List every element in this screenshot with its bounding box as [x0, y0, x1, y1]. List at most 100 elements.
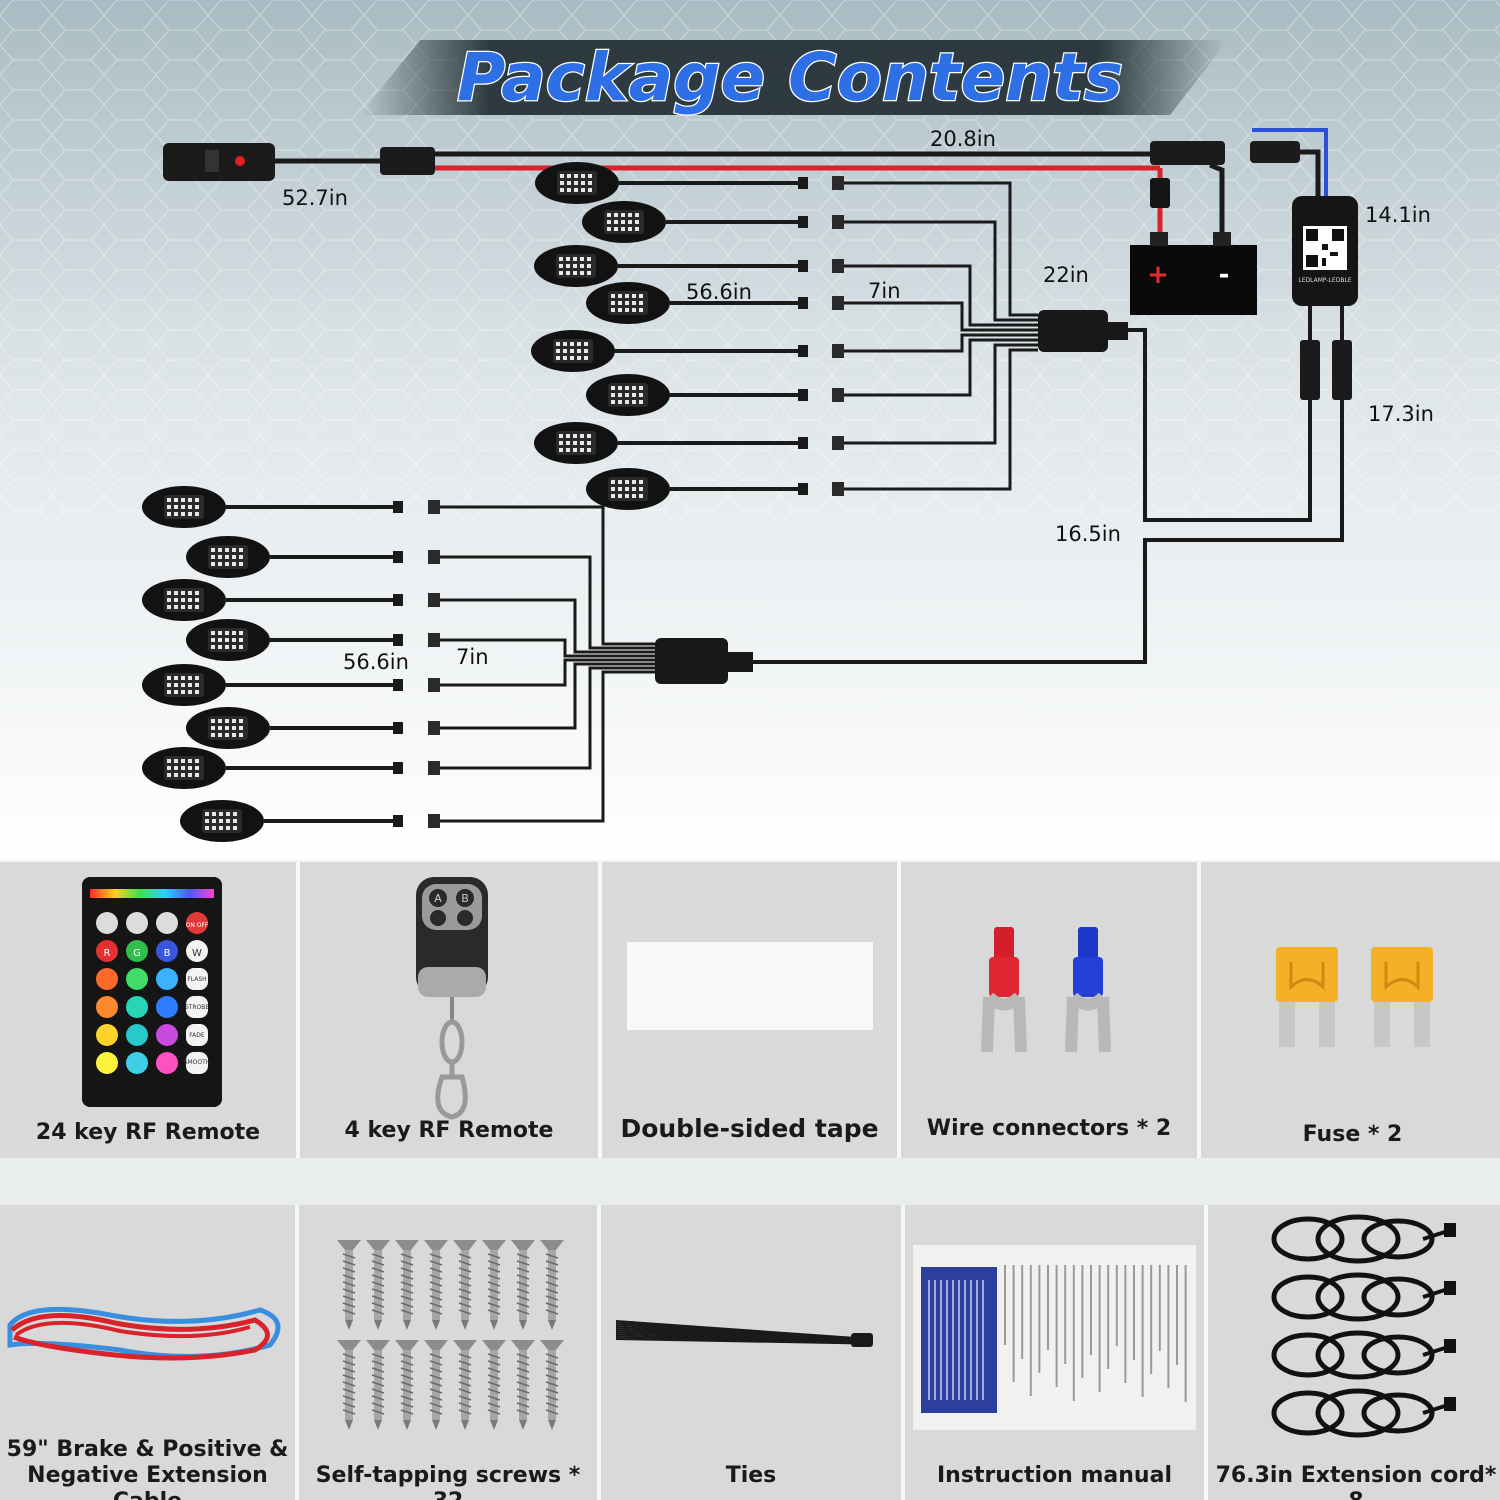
plug-connector: [393, 679, 403, 691]
plug-connector: [798, 437, 808, 449]
light-pod: [186, 536, 270, 578]
light-pod: [534, 422, 618, 464]
caption-24-key-remote: 24 key RF Remote: [35, 1120, 261, 1145]
socket-connector: [428, 761, 440, 775]
light-pod: [586, 468, 670, 510]
plug-connector: [798, 345, 808, 357]
socket-connector: [428, 593, 440, 607]
card-screws: Self-tapping screws * 32: [299, 1205, 597, 1500]
caption-double-sided-tape: Double-sided tape: [620, 1114, 879, 1143]
light-pod: [582, 201, 666, 243]
tape-icon: [627, 942, 873, 1030]
label-splitter-lead: 22in: [1043, 263, 1089, 287]
socket-connector: [428, 500, 440, 514]
screw: [482, 1340, 506, 1430]
socket-connector: [832, 388, 844, 402]
key-smooth: SMOOTH: [184, 1059, 211, 1066]
light-pod: [180, 800, 264, 842]
dc-plug: [1150, 141, 1225, 165]
screw: [395, 1240, 419, 1330]
key-w: W: [192, 948, 202, 959]
section-divider: [0, 1158, 1500, 1205]
screw: [482, 1240, 506, 1330]
card-manual: Instruction manual: [905, 1205, 1204, 1500]
light-pod-group-lower: [142, 486, 655, 842]
socket-connector: [832, 215, 844, 229]
screw: [453, 1240, 477, 1330]
screw-icon: [337, 1240, 564, 1430]
socket-connector: [832, 259, 844, 273]
bluetooth-controller: LEDLAMP-LEDBLE: [1292, 196, 1358, 306]
card-extension-cable: 59" Brake & Positive & Negative Extensio…: [0, 1205, 295, 1500]
rf-remote-4-key-icon: A B: [416, 877, 488, 1120]
inline-connector: [380, 147, 435, 175]
screw: [337, 1340, 361, 1430]
socket-connector: [428, 721, 440, 735]
page-title: Package Contents: [457, 39, 1123, 116]
screw: [453, 1340, 477, 1430]
plug-connector: [798, 483, 808, 495]
card-wire-connectors: Wire connectors * 2: [901, 862, 1197, 1158]
socket-connector: [832, 176, 844, 190]
plug-connector: [798, 177, 808, 189]
screw: [511, 1240, 535, 1330]
manual-icon: [913, 1245, 1196, 1430]
screw: [395, 1340, 419, 1430]
light-pod: [142, 747, 226, 789]
extension-cord-icon: [1271, 1214, 1456, 1438]
extension-cord-coil: [1271, 1330, 1456, 1380]
card-24-key-remote: ON OFF R G B W FLASH STROBE FADE SMOOTH …: [0, 862, 296, 1158]
extension-cord-coil: [1271, 1214, 1456, 1264]
light-pod: [535, 162, 619, 204]
label-pod-cable-upper: 56.6in: [686, 280, 752, 304]
light-pod: [142, 486, 226, 528]
screw: [366, 1240, 390, 1330]
wiring-diagram: Package Contents + - LEDLAMP-LEDBLE: [0, 0, 1500, 860]
card-extension-cords: 76.3in Extension cord* 8: [1208, 1205, 1500, 1500]
controller-caption: LEDLAMP-LEDBLE: [1298, 277, 1351, 284]
fuse-icon: [1276, 947, 1433, 1047]
screw: [337, 1240, 361, 1330]
extension-cable-icon: [7, 1306, 281, 1361]
caption-extension-cable-line1: 59" Brake & Positive &: [6, 1437, 289, 1462]
dc-socket: [1250, 141, 1300, 163]
light-pod: [534, 245, 618, 287]
key-flash: FLASH: [187, 976, 206, 983]
battery-plus: +: [1147, 260, 1169, 290]
key-b: B: [164, 948, 171, 959]
caption-extension-cords: 76.3in Extension cord* 8: [1215, 1463, 1497, 1500]
card-4-key-remote: A B 4 key RF Remote: [300, 862, 598, 1158]
caption-screws: Self-tapping screws * 32: [315, 1463, 581, 1500]
light-pod-group-upper: [531, 162, 1038, 510]
plug-connector: [393, 594, 403, 606]
caption-manual: Instruction manual: [937, 1463, 1172, 1488]
accessory-row-2: 59" Brake & Positive & Negative Extensio…: [0, 1205, 1500, 1500]
caption-ties: Ties: [725, 1463, 777, 1488]
plug-connector: [393, 634, 403, 646]
screw: [366, 1340, 390, 1430]
plug-connector: [798, 297, 808, 309]
card-ties: Ties: [601, 1205, 901, 1500]
battery-minus: -: [1219, 260, 1230, 290]
key-g: G: [133, 948, 141, 959]
socket-connector: [832, 482, 844, 496]
label-power-cable: 20.8in: [930, 127, 996, 151]
light-pod: [586, 282, 670, 324]
plug-connector: [393, 722, 403, 734]
key-r: R: [104, 948, 111, 959]
plug-connector: [393, 501, 403, 513]
label-switch-cable: 52.7in: [282, 186, 348, 210]
key-b-4key: B: [461, 892, 469, 905]
light-pod: [531, 330, 615, 372]
caption-wire-connectors: Wire connectors * 2: [926, 1116, 1172, 1141]
splitter-hub-upper: [1038, 310, 1108, 352]
light-pod: [142, 579, 226, 621]
light-pod: [586, 374, 670, 416]
screw: [540, 1340, 564, 1430]
plug-connector: [393, 815, 403, 827]
plug-connector: [393, 762, 403, 774]
card-fuses: Fuse * 2: [1201, 862, 1500, 1158]
label-extension-lower: 7in: [456, 645, 489, 669]
label-splitter-link: 17.3in: [1368, 402, 1434, 426]
label-cable-to-lower: 16.5in: [1055, 522, 1121, 546]
